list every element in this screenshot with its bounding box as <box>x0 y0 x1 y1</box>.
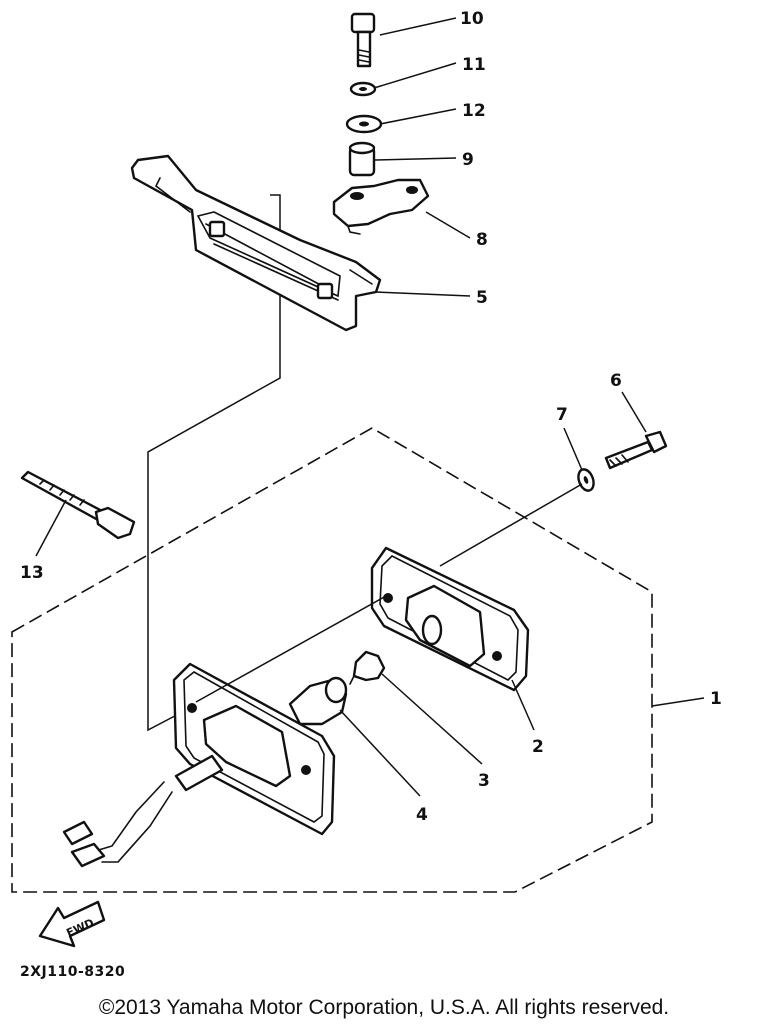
leader-5 <box>375 291 471 297</box>
callout-12: 12 <box>462 101 486 121</box>
leader-4 <box>339 709 421 797</box>
leader-3 <box>381 673 483 765</box>
fwd-arrow-icon: FWD <box>38 900 106 948</box>
callout-6: 6 <box>610 371 622 391</box>
assembly-leader-line <box>147 194 281 732</box>
callout-5: 5 <box>476 288 488 308</box>
callout-8: 8 <box>476 230 488 250</box>
callout-4: 4 <box>416 805 428 825</box>
leader-6 <box>621 391 647 433</box>
leader-7-axis <box>439 483 583 567</box>
part-8-stay <box>332 178 430 235</box>
part-3-bulb <box>349 650 386 685</box>
part-7-washer <box>577 468 595 492</box>
callout-1: 1 <box>710 689 722 709</box>
leader-7 <box>563 427 583 471</box>
leader-housing-axis <box>195 595 387 703</box>
part-6-bolt <box>604 430 668 470</box>
part-2-lens <box>370 546 530 692</box>
leader-10 <box>379 17 457 36</box>
leader-11 <box>373 62 457 89</box>
part-12-washer <box>345 114 383 134</box>
leader-2 <box>511 679 535 731</box>
leader-1 <box>651 697 705 707</box>
leader-8 <box>425 211 471 239</box>
assembly-dashed-outline <box>11 427 653 893</box>
callout-7: 7 <box>556 405 568 425</box>
part-13-cable-tie <box>20 470 136 540</box>
callout-3: 3 <box>478 771 490 791</box>
callout-13: 13 <box>20 563 44 583</box>
part-4-socket <box>288 676 348 726</box>
part-9-collar <box>348 141 376 177</box>
leader-9 <box>374 157 457 161</box>
callout-10: 10 <box>460 9 484 29</box>
part-10-bolt <box>350 12 376 68</box>
leader-13 <box>35 499 67 557</box>
callout-2: 2 <box>532 737 544 757</box>
leader-12 <box>379 108 457 125</box>
copyright-notice: ©2013 Yamaha Motor Corporation, U.S.A. A… <box>98 996 670 1019</box>
part-5-bracket-plate <box>130 154 382 332</box>
callout-11: 11 <box>462 55 486 75</box>
lamp-housing <box>62 662 336 868</box>
part-11-spring-washer <box>349 81 377 97</box>
callout-9: 9 <box>462 150 474 170</box>
diagram-code: 2XJ110-8320 <box>20 964 126 980</box>
